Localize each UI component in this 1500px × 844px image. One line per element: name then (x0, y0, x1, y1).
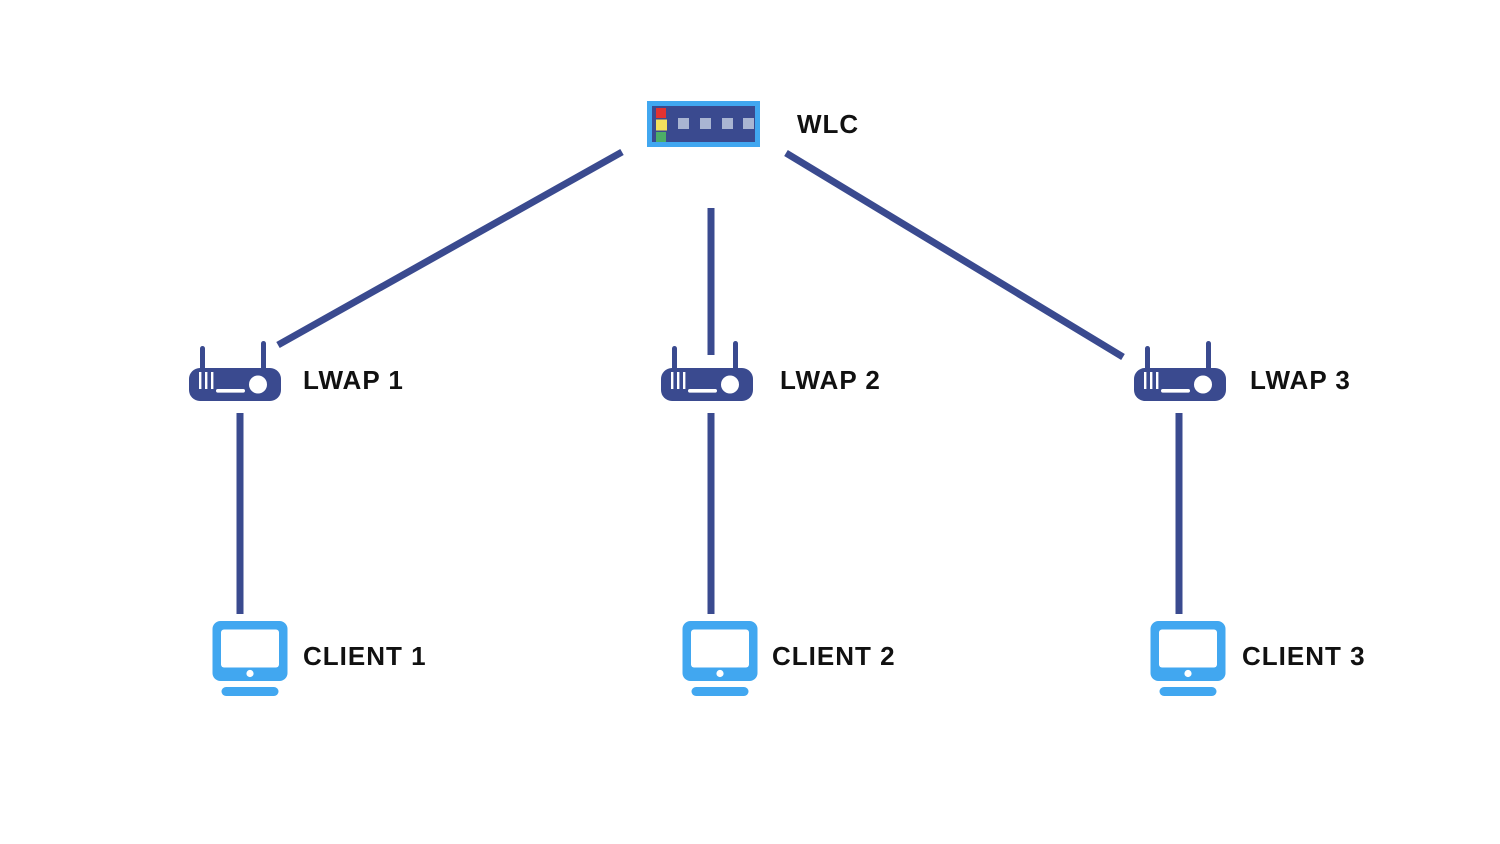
port-3 (722, 118, 733, 129)
lwap1-label: LWAP 1 (303, 365, 404, 395)
access-point-icon (189, 341, 281, 401)
router-button (249, 375, 267, 394)
wlc-label: WLC (797, 109, 860, 139)
monitor-stand (221, 687, 279, 696)
vent-slit (205, 372, 208, 389)
antenna-right (261, 341, 266, 372)
monitor-dot (246, 669, 254, 678)
vent-slit (1156, 372, 1159, 389)
monitor-screen (221, 629, 279, 668)
antenna-right (1206, 341, 1211, 372)
router-button (721, 375, 739, 394)
antenna-right (733, 341, 738, 372)
antenna-left (200, 346, 205, 372)
client3-label: CLIENT 3 (1242, 641, 1366, 671)
node-wlc (647, 101, 760, 152)
monitor-screen (1159, 629, 1217, 668)
router-body (661, 368, 753, 401)
router-body (189, 368, 281, 401)
antenna-left (672, 346, 677, 372)
vent-slit (677, 372, 680, 389)
monitor-screen (691, 629, 749, 668)
vent-slit (1144, 372, 1147, 389)
router-button (1194, 375, 1212, 394)
monitor-stand (691, 687, 749, 696)
port-1 (678, 118, 689, 129)
node-client2 (682, 621, 758, 701)
access-point-icon (1134, 341, 1226, 401)
node-client1 (212, 621, 288, 701)
node-lwap2 (661, 339, 753, 406)
led-yellow (656, 119, 667, 131)
vent-slit (199, 372, 202, 389)
antenna-left (1145, 346, 1150, 372)
link-wlc-lwap3 (784, 150, 1125, 360)
router-body (1134, 368, 1226, 401)
vent-slit (671, 372, 674, 389)
vent-slit (1150, 372, 1153, 389)
monitor-icon (1150, 621, 1226, 696)
status-bar (688, 389, 717, 393)
wlc-controller-icon (647, 101, 760, 147)
port-2 (700, 118, 711, 129)
client2-label: CLIENT 2 (772, 641, 896, 671)
status-bar (216, 389, 245, 393)
monitor-icon (682, 621, 758, 696)
lwap3-label: LWAP 3 (1250, 365, 1351, 395)
monitor-icon (212, 621, 288, 696)
node-client3 (1150, 621, 1226, 701)
node-lwap3 (1134, 339, 1226, 406)
monitor-stand (1159, 687, 1217, 696)
monitor-dot (1184, 669, 1192, 678)
vent-slit (683, 372, 686, 389)
port-4 (743, 118, 754, 129)
monitor-dot (716, 669, 724, 678)
lwap2-label: LWAP 2 (780, 365, 881, 395)
node-lwap1 (189, 339, 281, 406)
link-wlc-lwap1 (276, 148, 624, 349)
access-point-icon (661, 341, 753, 401)
client1-label: CLIENT 1 (303, 641, 427, 671)
status-bar (1161, 389, 1190, 393)
led-green (656, 132, 666, 142)
led-red (656, 108, 666, 118)
vent-slit (211, 372, 214, 389)
